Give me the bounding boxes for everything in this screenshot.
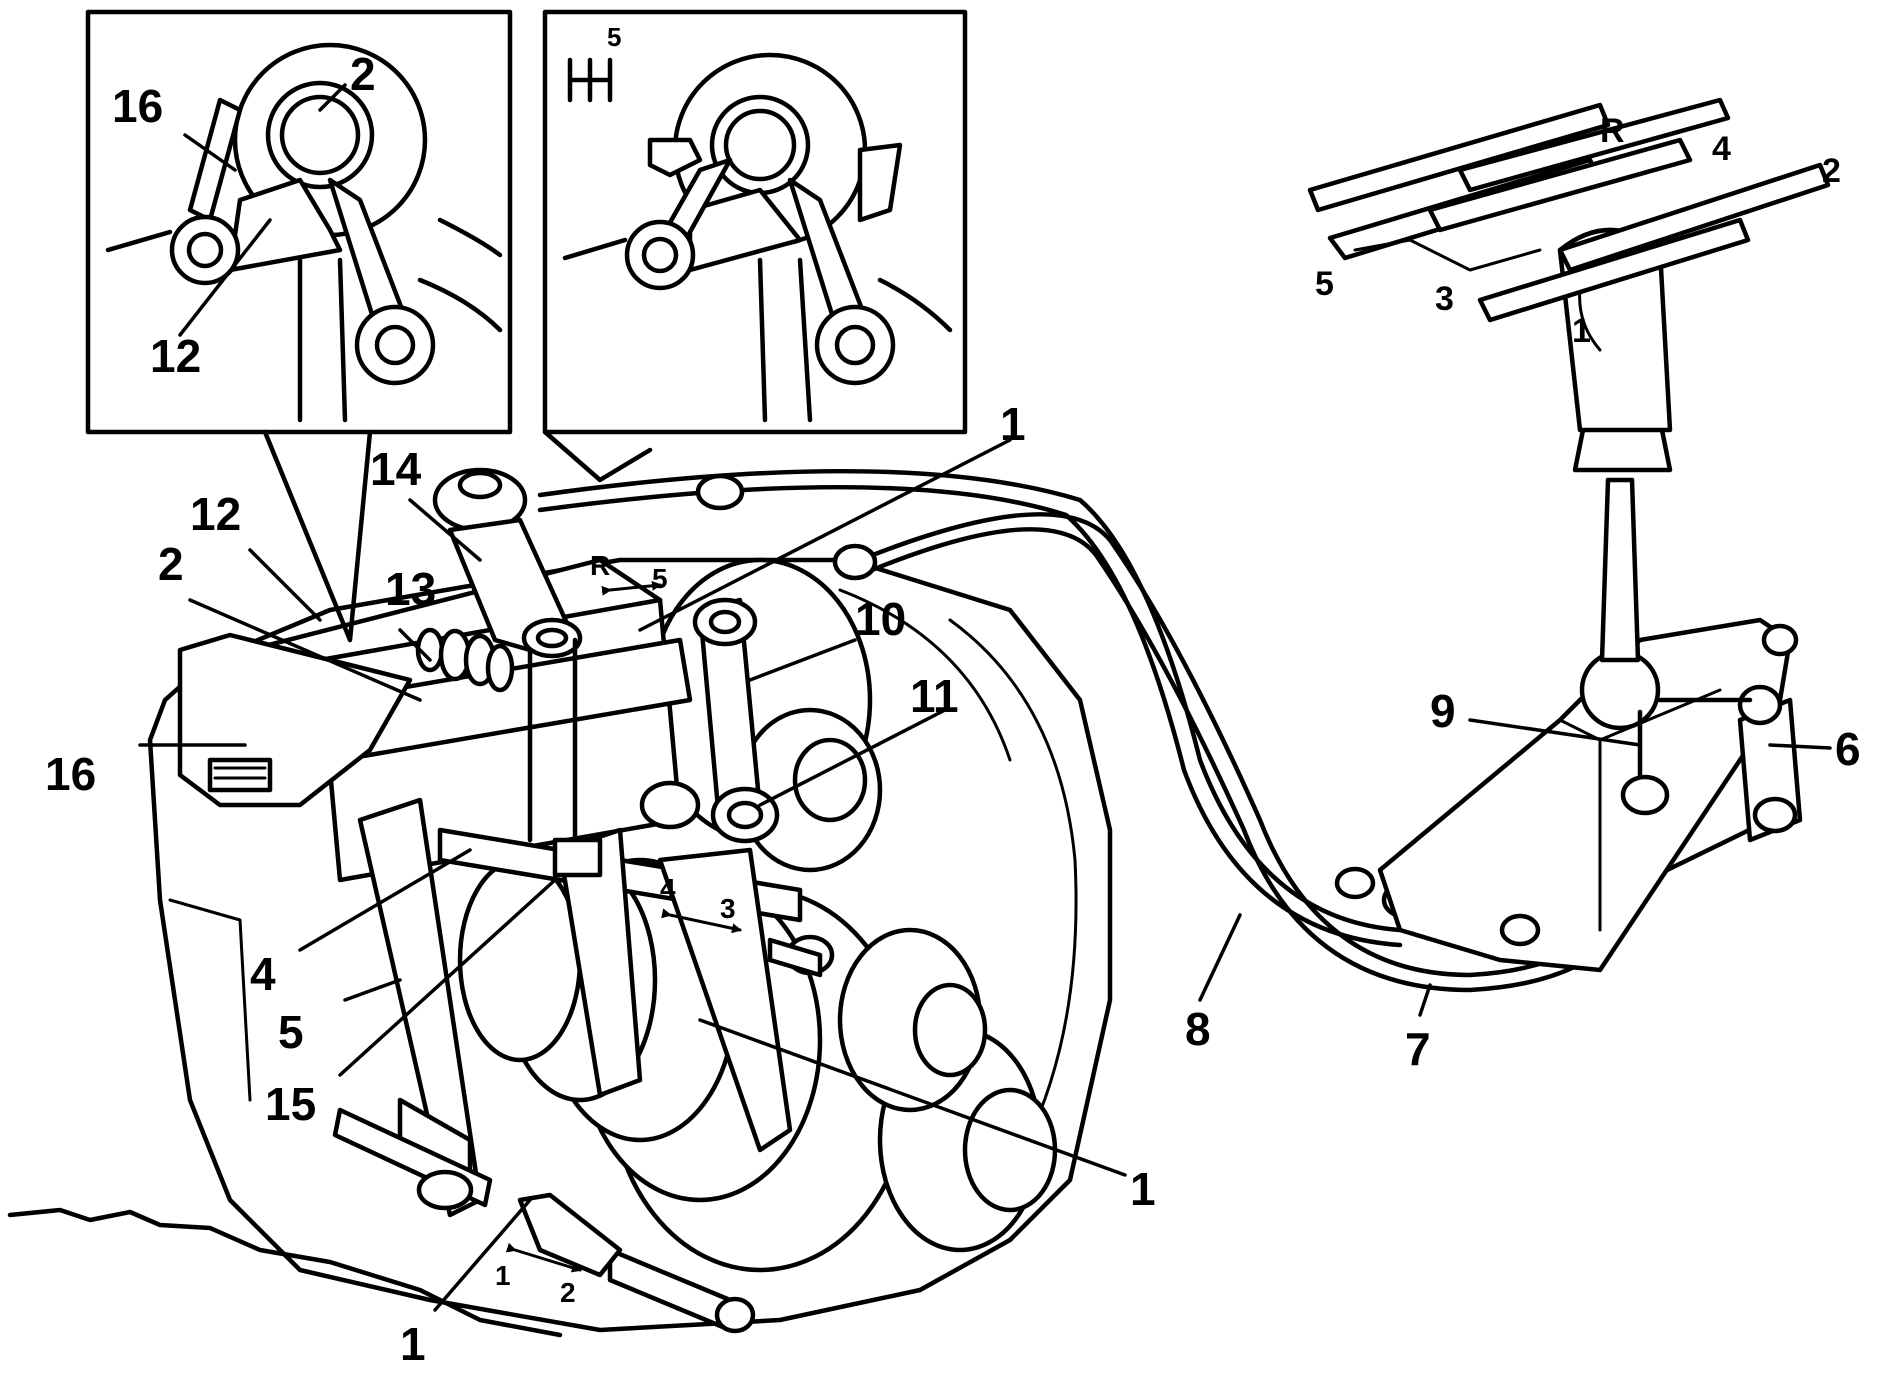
callout-12-inset: 12	[150, 330, 201, 382]
callout-10: 10	[855, 593, 906, 645]
shift-forks	[332, 797, 793, 1334]
inset-detail-2	[542, 9, 968, 483]
arrow-label-2: 2	[560, 1277, 576, 1308]
callout-6: 6	[1835, 723, 1861, 775]
callout-16: 16	[45, 748, 96, 800]
callout-13: 13	[385, 563, 436, 615]
shift-gate-pattern	[1307, 97, 1831, 323]
arrow-label-4: 4	[660, 873, 676, 904]
callout-7: 7	[1405, 1023, 1431, 1075]
pattern-label-r: R	[1600, 112, 1625, 150]
inset-detail-1	[85, 9, 513, 643]
motion-arrows	[505, 580, 742, 1273]
gate-label-5: 5	[607, 22, 621, 52]
arrow-label-1: 1	[495, 1260, 511, 1291]
selector-cover	[177, 632, 413, 808]
shift-lever-assembly	[1334, 227, 1803, 973]
leader-lines	[138, 83, 1832, 1312]
pattern-label-1: 1	[1572, 312, 1591, 350]
arrow-label-5: 5	[652, 563, 668, 594]
callout-5: 5	[278, 1006, 304, 1058]
arrow-label-3: 3	[720, 893, 736, 924]
callout-1-top: 1	[1000, 398, 1026, 450]
pattern-label-5: 5	[1315, 265, 1334, 303]
callout-15: 15	[265, 1078, 316, 1130]
arrow-label-r: R	[590, 550, 610, 581]
callout-2-inset: 2	[350, 48, 376, 100]
callout-1-bottom: 1	[400, 1318, 426, 1370]
pattern-label-2: 2	[1822, 152, 1841, 190]
pattern-label-4: 4	[1712, 130, 1731, 168]
callout-4: 4	[250, 948, 276, 1000]
callout-labels: 16 2 12 5 R 4 2 5 3 1 1 14 12 2 13 10 11…	[45, 22, 1861, 1370]
callout-11: 11	[910, 670, 959, 722]
lever-10	[692, 597, 780, 844]
pattern-label-3: 3	[1435, 280, 1454, 318]
callout-14: 14	[370, 443, 422, 495]
callout-12: 12	[190, 488, 241, 540]
callout-16-inset: 16	[112, 80, 163, 132]
callout-2: 2	[158, 538, 184, 590]
lever-14	[432, 467, 583, 843]
callout-8: 8	[1185, 1003, 1211, 1055]
callout-9: 9	[1430, 685, 1456, 737]
callout-1-right: 1	[1130, 1163, 1156, 1215]
